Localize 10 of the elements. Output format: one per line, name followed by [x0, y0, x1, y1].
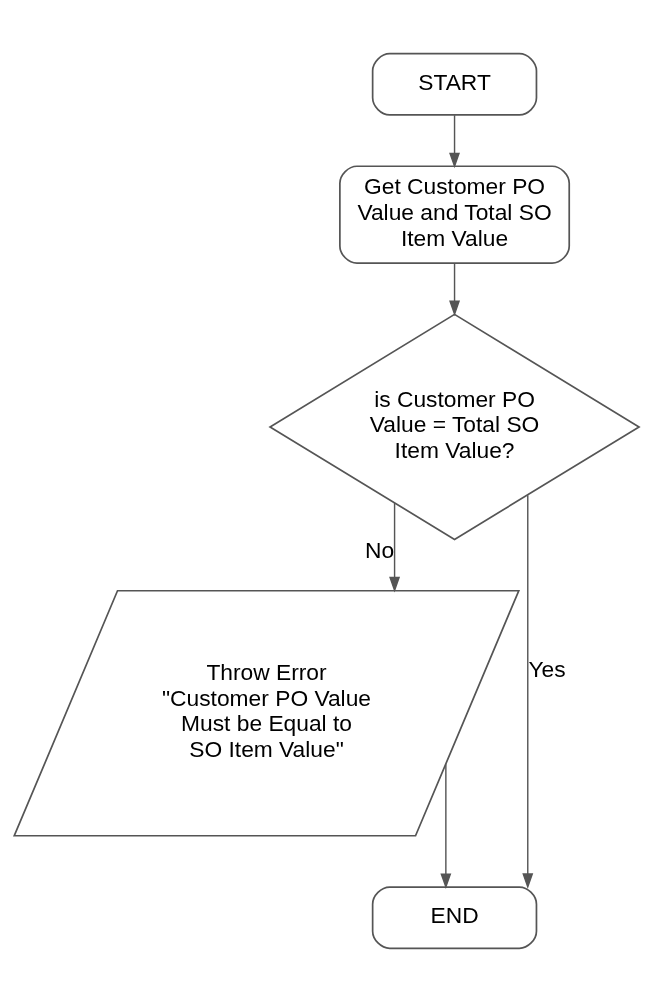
edge-label: Yes	[528, 655, 566, 682]
arrow	[389, 501, 401, 592]
arrow	[449, 262, 461, 316]
node-box: Get Customer PO Value and Total SO Item Value	[339, 164, 571, 264]
node-diamond: is Customer PO Value = Total SO Item Value?	[268, 312, 641, 540]
node-box: START	[371, 52, 538, 116]
arrow	[449, 114, 461, 168]
arrow	[522, 493, 534, 889]
arrow	[440, 763, 452, 889]
node-box: END	[371, 885, 538, 949]
